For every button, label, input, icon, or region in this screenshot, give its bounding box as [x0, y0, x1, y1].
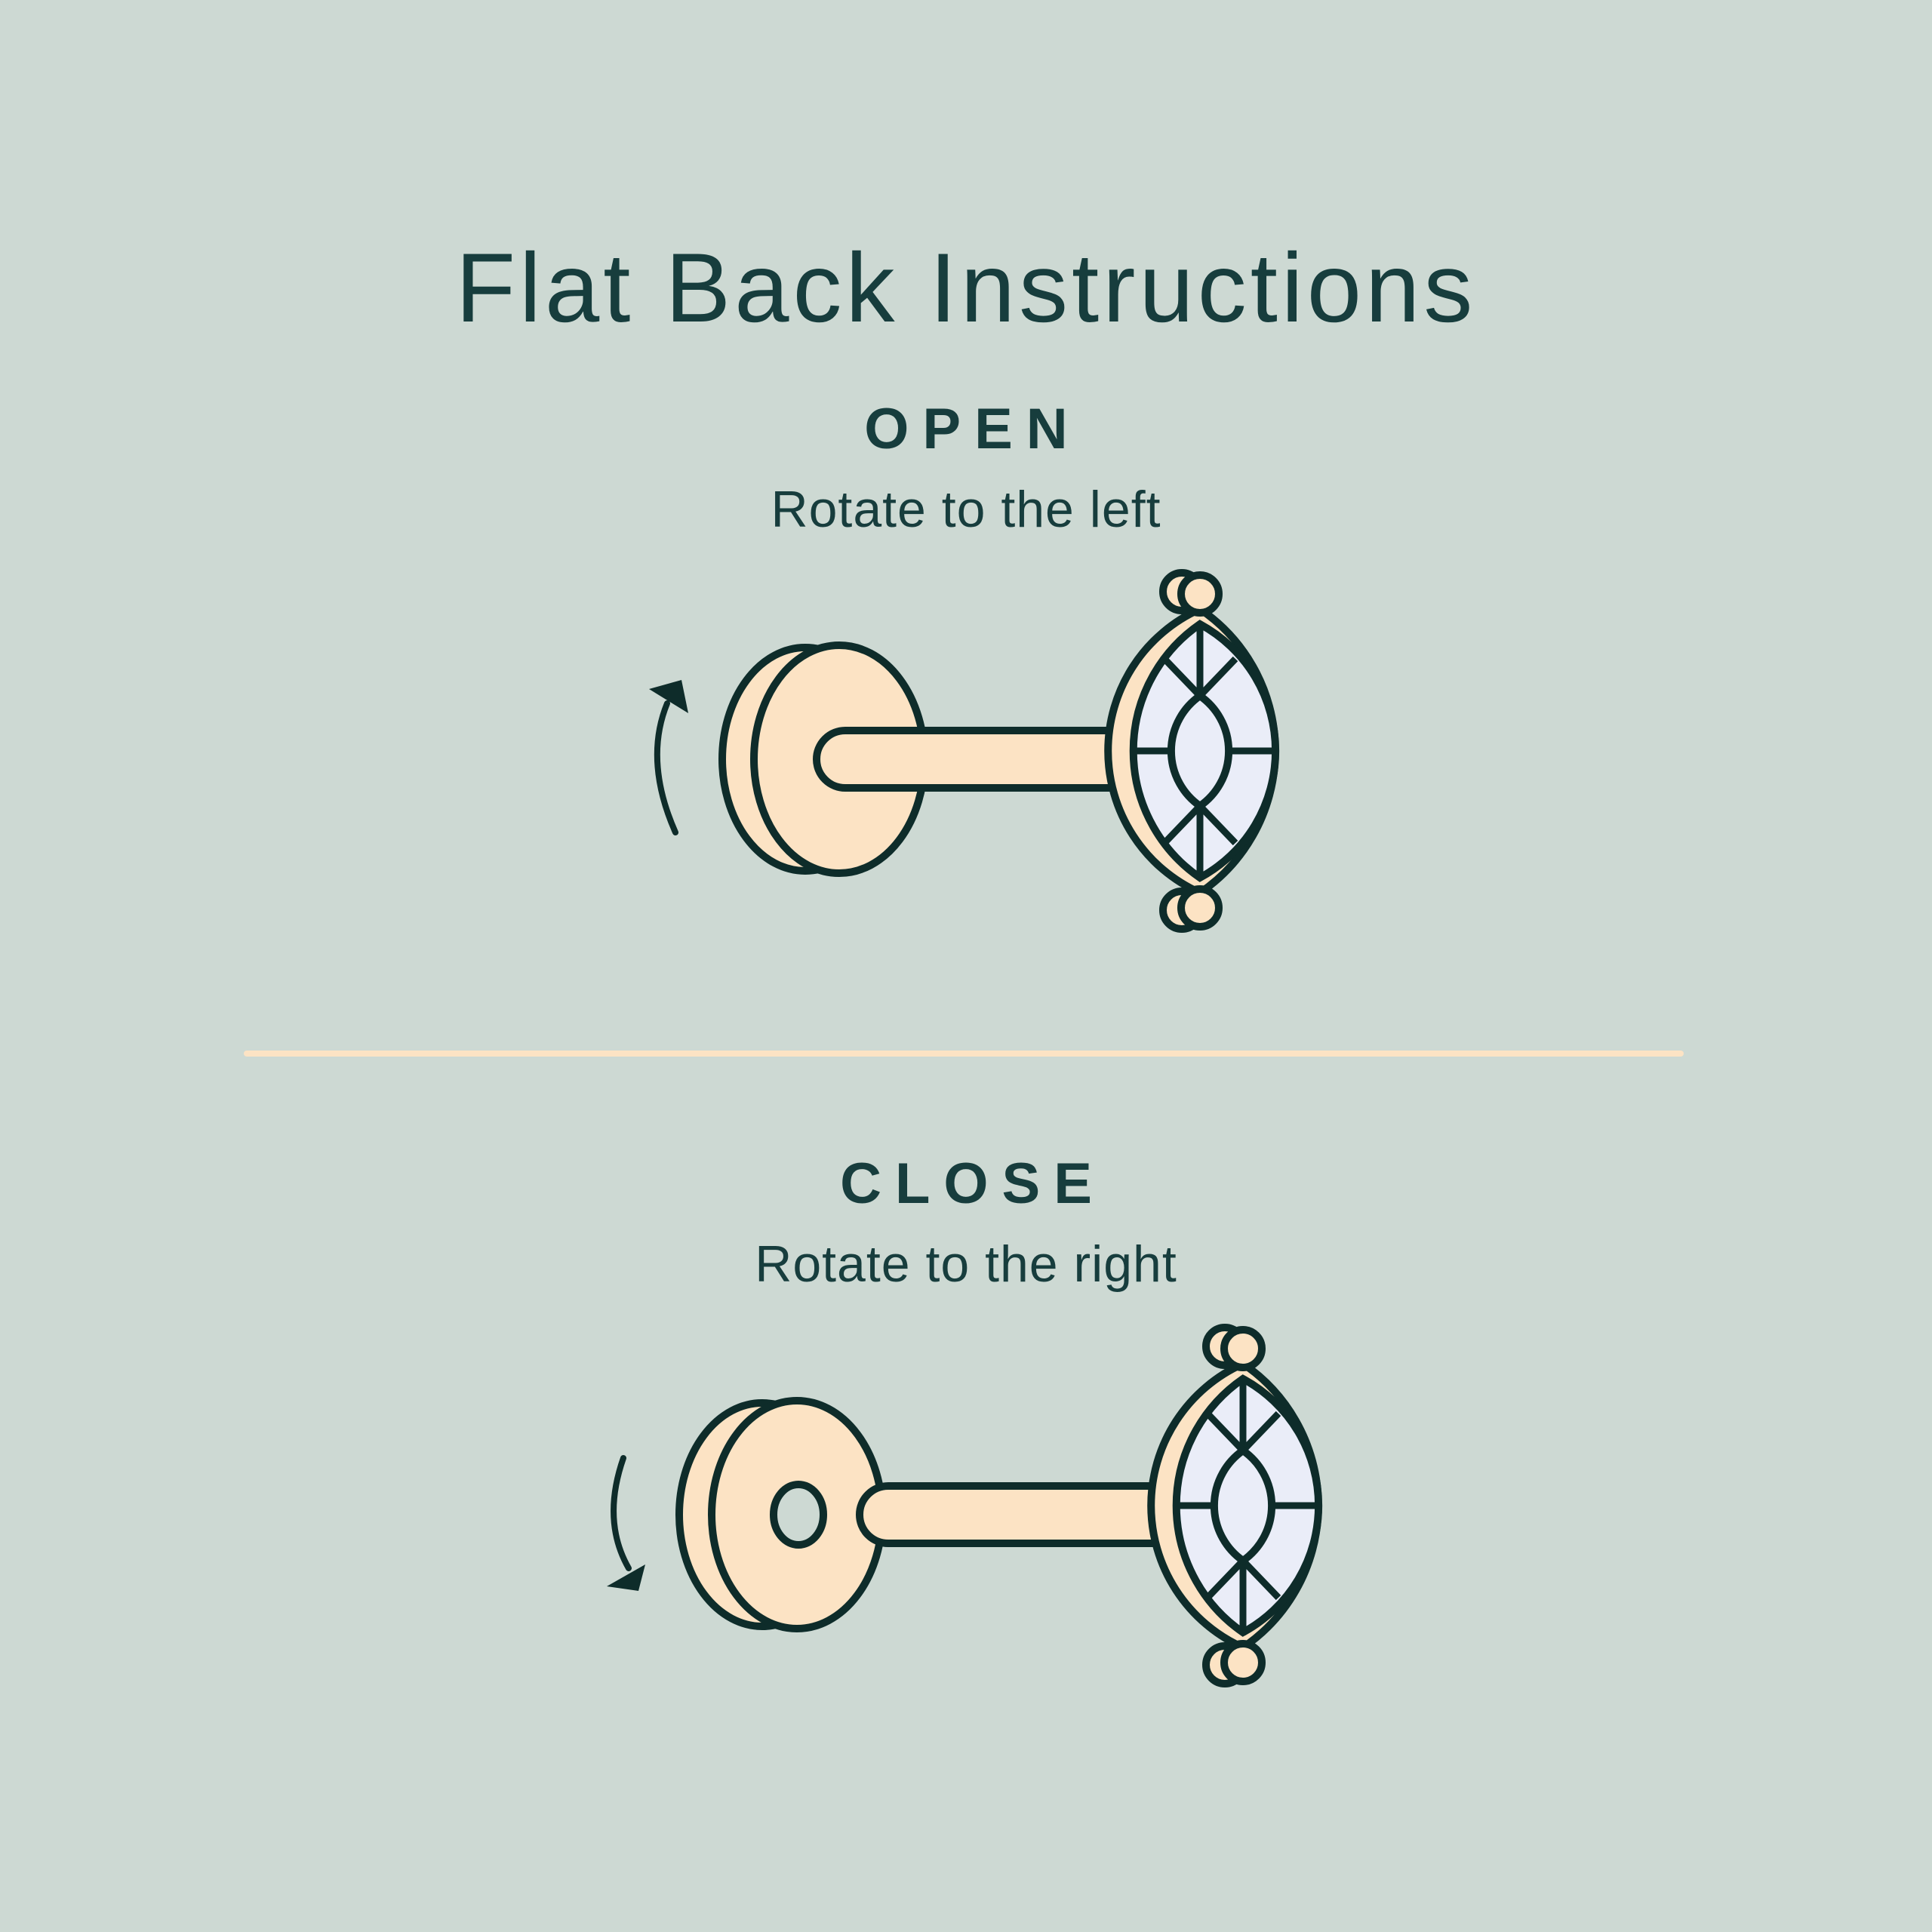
earring-post	[856, 1482, 1170, 1547]
rotate-clockwise-arrow-icon	[607, 1455, 645, 1591]
disc-hole	[770, 1481, 827, 1549]
flat-back-earring-open-diagram	[649, 569, 1280, 933]
marquise-gem	[1147, 1324, 1323, 1687]
gem-prong-ball-top	[1220, 1326, 1266, 1371]
flat-back-disc-with-hole	[675, 1397, 886, 1632]
close-subheading: Rotate to the right	[755, 1235, 1177, 1293]
close-heading: CLOSE	[840, 1152, 1106, 1216]
gem-table-facet	[1167, 691, 1233, 811]
gem-table-facet	[1210, 1445, 1276, 1566]
gem-prong-ball-bottom	[1220, 1640, 1266, 1685]
rotate-counterclockwise-arrow-icon	[649, 680, 688, 835]
gem-facet-lines	[1177, 1379, 1318, 1632]
marquise-gem	[1104, 569, 1280, 933]
flat-back-earring-close-diagram	[607, 1324, 1323, 1687]
page-title: Flat Back Instructions	[455, 232, 1477, 343]
gem-facet-lines	[1134, 624, 1275, 878]
section-divider	[244, 1051, 1684, 1057]
open-subheading: Rotate to the left	[771, 481, 1161, 538]
open-heading: OPEN	[864, 397, 1081, 461]
gem-prong-ball-bottom	[1177, 885, 1223, 931]
earring-post	[813, 727, 1128, 792]
gem-prong-ball-top	[1177, 571, 1223, 617]
